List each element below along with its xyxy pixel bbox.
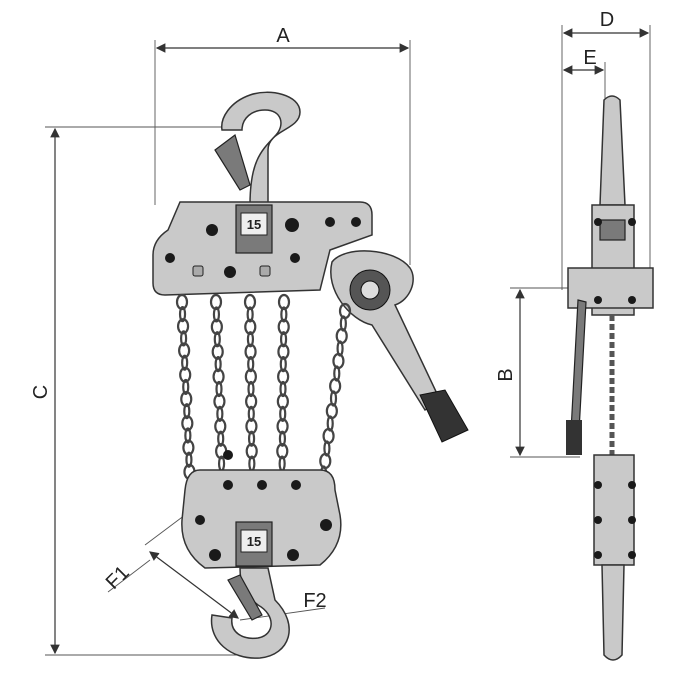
chain-link [277,343,290,360]
chain-link [184,427,192,444]
chain-link [213,331,221,348]
dimension-a-label: A [276,25,290,47]
bottom-block: 15 [181,450,342,569]
chain-link [279,331,288,348]
dimension-c: C [30,126,255,656]
top-plate-number: 15 [247,217,261,232]
chain-link [325,402,338,420]
chain-link [335,327,348,345]
dimension-f2-label: F2 [303,590,326,612]
chain-link [246,331,255,348]
chain-link [280,306,288,323]
dimension-b: B [495,287,580,458]
side-view [566,95,654,661]
chain-link [277,368,290,385]
chain-link [319,452,332,470]
chain-link [183,403,191,420]
chain-link [279,405,287,422]
chain-link [329,377,342,395]
top-hook [214,91,301,206]
bottom-hook [210,567,290,659]
chain-link [180,330,188,347]
load-chains [175,293,352,482]
chain-link [279,356,287,373]
chain-link [243,293,257,311]
chain-link [182,378,190,396]
chain-link [185,451,193,468]
chain-link [276,393,289,410]
chain-link [322,427,335,445]
dimension-a: A [154,25,411,265]
chain-link [244,318,257,335]
chain-link [245,393,258,410]
chain-link [181,354,189,371]
chain-link [217,430,225,447]
chain-link [214,356,222,373]
chain-link [247,356,255,373]
chain-link [276,418,289,435]
bottom-plate-number: 15 [247,534,261,549]
chain-link [215,380,223,398]
dimension-d: D [561,9,651,300]
chain-link [332,352,345,370]
chain-link [244,368,257,385]
dimension-c-label: C [30,385,52,399]
chain-link [277,318,290,335]
lever-handle [330,250,469,443]
chain-link [277,293,291,311]
chain-link [245,443,258,460]
dimension-b-label: B [495,368,517,381]
top-body: 15 [152,201,373,296]
chain-link [212,306,221,323]
chain-link [247,430,256,447]
chain-link [247,405,255,422]
chain-link [246,306,254,323]
chain-link [245,418,258,435]
dimension-e: E [562,47,606,100]
chain-link [278,430,287,447]
chain-link [178,306,187,323]
dimension-d-label: D [600,9,614,31]
chain-link [216,405,224,422]
chain-link [276,443,289,460]
chain-link [244,343,257,360]
dimension-e-label: E [583,47,596,69]
chain-link [247,380,255,398]
chain-link [279,380,287,398]
dimension-f1-label: F1 [102,562,134,594]
